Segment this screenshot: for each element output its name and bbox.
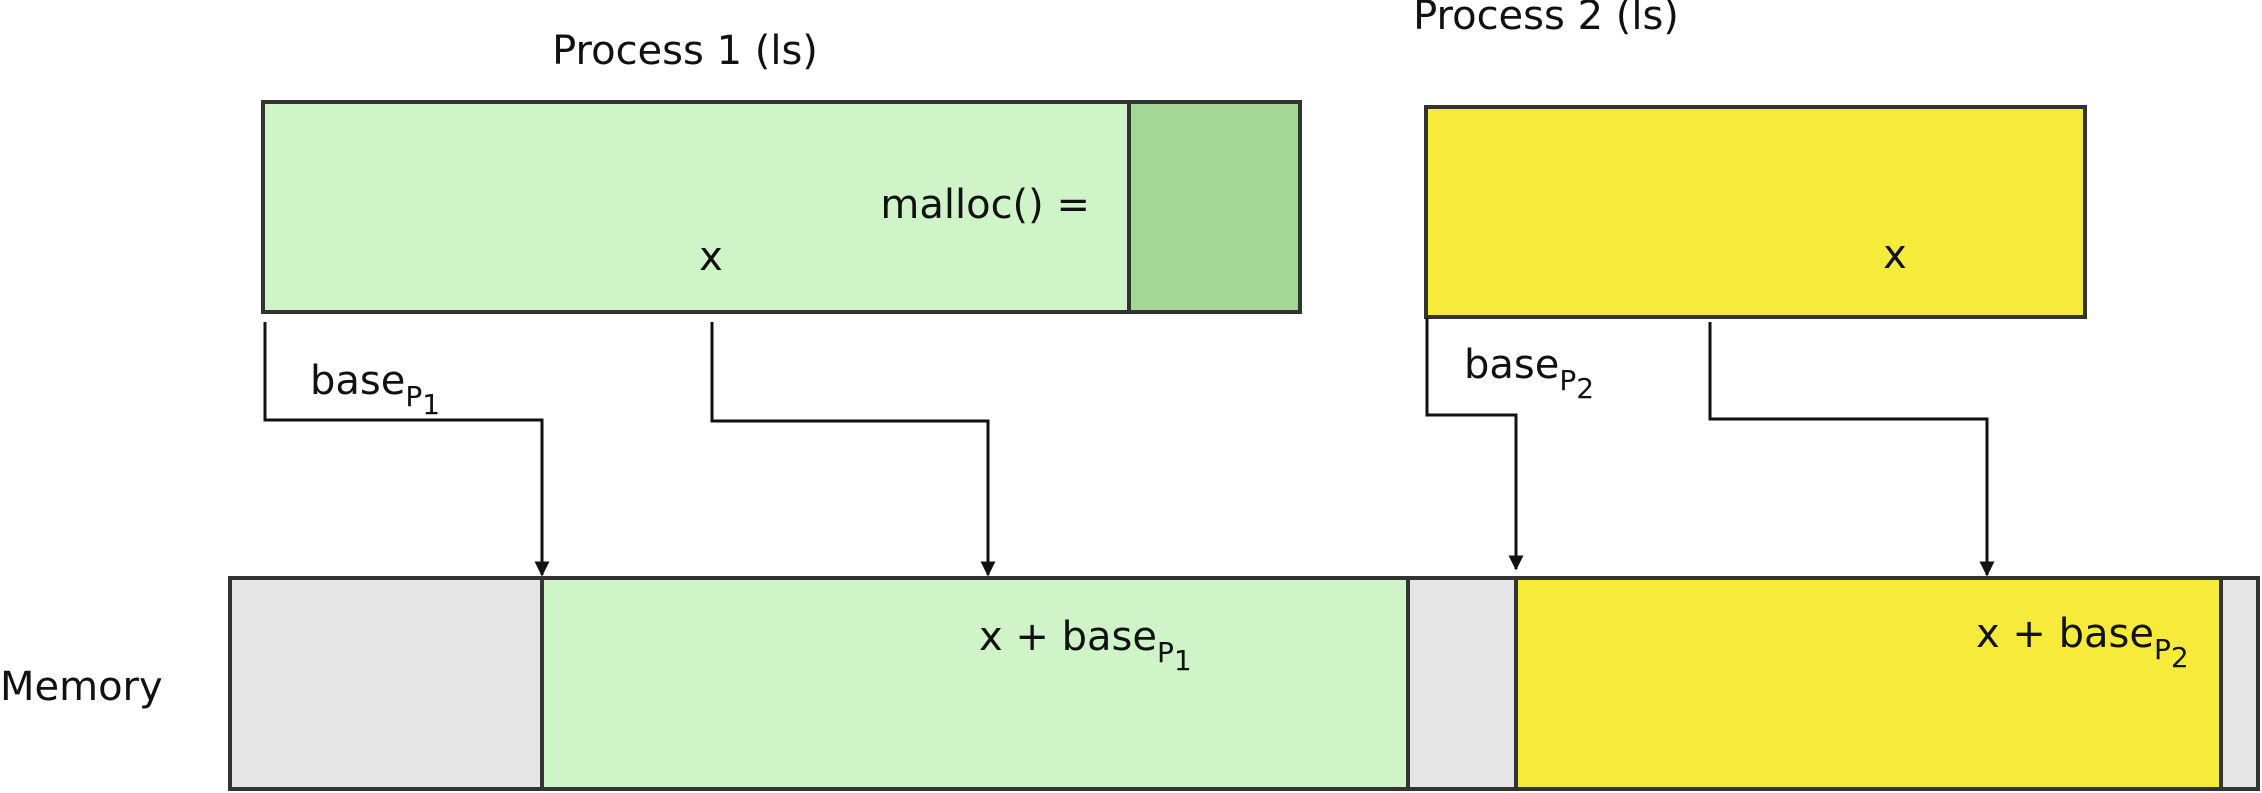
memory-p2-address-label: x + baseP2 <box>1976 611 2189 674</box>
process1-address-space <box>261 100 1131 314</box>
x-p1-arrow <box>710 322 996 577</box>
process1-x-label: x <box>699 234 723 280</box>
base-p2-label: baseP2 <box>1464 342 1594 405</box>
process2-x-label: x <box>1883 232 1907 278</box>
process1-title: Process 1 (ls) <box>552 28 818 74</box>
memory-process2-region <box>1514 576 2223 791</box>
process2-title: Process 2 (ls) <box>1413 0 1679 39</box>
process1-heap-block <box>1127 100 1302 314</box>
process2-address-space <box>1424 105 2087 319</box>
base-p2-arrow <box>1425 318 1524 571</box>
malloc-label: malloc() = <box>880 182 1090 228</box>
base-p1-arrow <box>263 322 550 577</box>
memory-label: Memory <box>0 664 163 710</box>
base-p1-label: baseP1 <box>310 358 440 421</box>
x-p2-arrow <box>1708 322 1995 577</box>
memory-process1-region <box>540 576 1410 791</box>
memory-p1-address-label: x + baseP1 <box>979 614 1192 677</box>
